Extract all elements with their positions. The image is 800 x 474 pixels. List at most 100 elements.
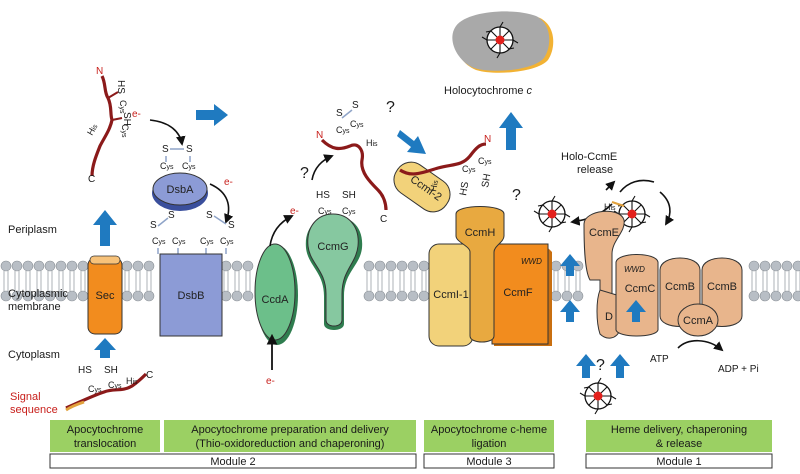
lipid-tail: [421, 281, 427, 291]
ccmf-protein: WWD CcmF: [491, 243, 552, 346]
lipid-tail: [388, 271, 394, 281]
c-term-cyto: C: [146, 370, 153, 381]
lipid-head: [396, 290, 408, 302]
ccmg-sh: SH: [342, 190, 356, 201]
lipid-head: [55, 260, 67, 272]
lipid-tail: [377, 281, 383, 291]
cys-label-2: Cys: [108, 380, 122, 390]
question-heme: ?: [596, 357, 605, 374]
electron-ccmg: e-: [290, 206, 299, 217]
lipid-tail: [399, 271, 405, 281]
lipid-head: [231, 260, 243, 272]
cys-ccmf-1: Cys: [462, 164, 476, 174]
curved-arrow-from-ccmg: [311, 154, 334, 181]
electron-dsba: e-: [224, 177, 233, 188]
step-box-translocation: Apocytochrome translocation: [50, 420, 160, 452]
ccmh-protein: CcmH: [455, 206, 505, 343]
curved-arrow-to-dsbb: [209, 183, 234, 224]
hs-ccmf: HS: [458, 181, 471, 197]
c-term-ccmg: C: [380, 214, 387, 225]
lipid-head: [407, 260, 419, 272]
wwd-ccmf: WWD: [521, 257, 542, 266]
curved-arrow-to-dsba: [149, 119, 186, 146]
ccda-protein: CcdA: [254, 243, 298, 345]
lipid-head: [759, 260, 771, 272]
apocytochrome-periplasm-top: N HS Cys SH Cys His C e-: [85, 66, 141, 185]
lipid-head: [132, 260, 144, 272]
lipid-tail: [751, 281, 757, 291]
lipid-head: [22, 290, 34, 302]
lipid-tail: [14, 271, 20, 281]
module-3-label: Module 3: [466, 456, 511, 468]
lipid-tail: [80, 271, 86, 281]
cys-sh-left: SH: [104, 365, 118, 376]
step-4-line2: & release: [656, 438, 702, 450]
n-term-ccmg: N: [316, 130, 323, 141]
n-term-ccmf: N: [484, 134, 491, 145]
lipid-head: [792, 260, 800, 272]
lipid-head: [407, 290, 419, 302]
ccmg-protein: CcmG HS SH Cys Cys: [305, 190, 363, 330]
c-term-top: C: [88, 174, 95, 185]
lipid-tail: [124, 281, 130, 291]
lipid-tail: [69, 271, 75, 281]
lipid-tail: [388, 281, 394, 291]
blue-arrow-sec-in: [94, 338, 116, 358]
module-2-label: Module 2: [210, 456, 255, 468]
lipid-tail: [3, 281, 9, 291]
step-1-line2: translocation: [74, 438, 136, 450]
lipid-tail: [146, 281, 152, 291]
lipid-tail: [234, 281, 240, 291]
electron-top: e-: [132, 109, 141, 120]
ccmg-cys-1: Cys: [318, 206, 332, 216]
step-2-line1: Apocytochrome preparation and delivery: [191, 424, 389, 436]
cytoplasm-label: Cytoplasm: [8, 349, 60, 361]
lipid-head: [363, 260, 375, 272]
membrane-label-line2: membrane: [8, 301, 61, 313]
ccmd-label: D: [605, 311, 613, 323]
curved-arrow-to-ccmg: [269, 215, 294, 247]
ccme-label: CcmE: [589, 227, 619, 239]
apocytochrome-at-ccmg: N S S Cys Cys His C: [316, 100, 388, 225]
lipid-tail: [36, 281, 42, 291]
ccmc-protein: WWD CcmC: [615, 254, 659, 337]
lipid-tail: [234, 271, 240, 281]
svg-text:S: S: [186, 144, 193, 155]
question-ccmg: ?: [300, 165, 309, 182]
lipid-tail: [47, 271, 53, 281]
ccmi1-protein: CcmI-1: [428, 243, 474, 347]
dsba-protein: S S Cys Cys DsbA: [152, 144, 208, 211]
module-2-bar: Module 2: [49, 453, 417, 469]
atp-hydrolysis-arrow: [677, 339, 724, 352]
holo-ccme-label-line2: release: [577, 164, 613, 176]
question-ccme: ?: [512, 187, 521, 204]
svg-text:Cys: Cys: [160, 161, 174, 171]
lipid-head: [242, 260, 254, 272]
lipid-tail: [146, 271, 152, 281]
lipid-head: [0, 290, 12, 302]
lipid-head: [44, 260, 56, 272]
lipid-tail: [124, 271, 130, 281]
lipid-tail: [245, 271, 251, 281]
lipid-head: [44, 290, 56, 302]
lipid-head: [242, 290, 254, 302]
cys-top-2: Cys: [120, 124, 130, 138]
lipid-head: [66, 290, 78, 302]
holocytochrome-label: Holocytochrome c: [444, 85, 533, 97]
dsbb-protein: S S Cys Cys S S Cys Cys DsbB: [150, 210, 235, 337]
lipid-tail: [36, 271, 42, 281]
his-top: His: [85, 122, 100, 137]
lipid-head: [781, 260, 793, 272]
his-ccmg: His: [366, 138, 378, 148]
cys-label-1: Cys: [88, 384, 102, 394]
s-ccmg-1: S: [336, 108, 343, 119]
lipid-head: [748, 290, 760, 302]
lipid-head: [396, 260, 408, 272]
blue-arrow-up-holo: [499, 112, 523, 150]
lipid-tail: [751, 271, 757, 281]
lipid-tail: [784, 271, 790, 281]
dsbb-label: DsbB: [178, 290, 205, 302]
svg-text:Cys: Cys: [152, 236, 166, 246]
sec-translocon: Sec: [87, 255, 123, 335]
